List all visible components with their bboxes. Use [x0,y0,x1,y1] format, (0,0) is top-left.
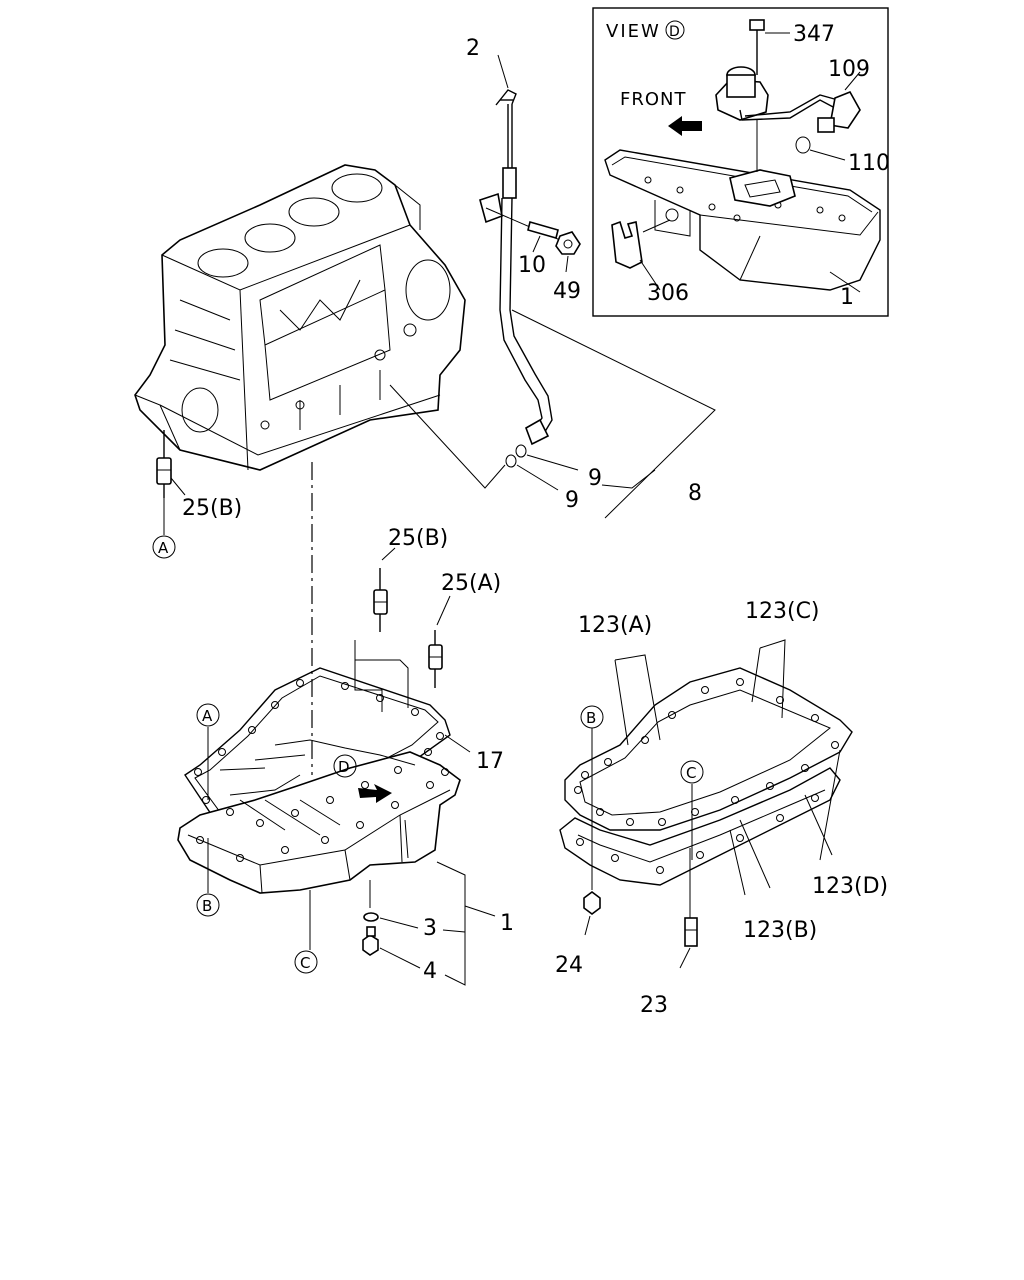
lower-gasket [559,767,841,886]
label-2: 2 [466,36,480,61]
pan-bolt-holes [194,679,449,862]
dipstick-handle [495,89,517,106]
label-8: 8 [688,481,702,506]
ref-a-block: A [158,539,169,557]
label-123d: 123(D) [812,874,888,899]
label-25a: 25(A) [441,571,501,596]
ref-a-pan: A [202,707,213,725]
pan-front-arrow-icon [358,784,392,803]
guide-bracket [479,192,503,224]
ref-c-pan-circle [294,950,318,974]
harness-109 [739,94,839,121]
view-d-ref-circle [665,20,685,40]
ref-c-gasket: C [686,764,696,782]
view-sensor-bracket [729,169,796,207]
label-110: 110 [848,151,890,176]
view-d-ref-letter: D [669,24,680,40]
ref-b-pan-circle [196,893,220,917]
label-24: 24 [555,953,583,978]
upper-gasket [564,667,853,831]
label-9-a: 9 [588,466,602,491]
ref-a-block-circle [152,535,176,559]
oring-9-b [505,454,517,468]
bolt-23 [684,917,698,947]
gasket-bolt-holes [574,678,839,874]
clip-306 [611,220,643,269]
view-d-inset: VIEW D FRONT [592,7,890,317]
ref-b-gasket: B [586,709,596,727]
ref-c-pan: C [300,954,310,972]
label-10: 10 [518,253,546,278]
stud-25b-block [156,430,186,535]
nut-24 [583,891,601,915]
bolt-10 [527,221,559,239]
label-3: 3 [423,916,437,941]
dipstick-assembly [389,54,716,519]
ref-d-pan-circle [333,754,357,778]
ref-c-gasket-circle [680,760,704,784]
label-123b: 123(B) [743,918,817,943]
ref-b-pan: B [202,897,212,915]
label-9-b: 9 [565,488,579,513]
gasket-assembly [559,639,853,969]
view-d-frame [592,7,889,317]
front-label: FRONT [620,89,687,110]
oring-9-a [515,444,527,458]
label-23: 23 [640,993,668,1018]
ref-a-pan-circle [196,703,220,727]
label-347: 347 [793,22,835,47]
oil-pan-body [177,751,461,894]
dipstick-guide-tube [499,197,553,441]
oil-pan [177,547,496,986]
label-25b-top: 25(B) [182,496,242,521]
label-123a: 123(A) [578,613,652,638]
label-306: 306 [647,281,689,306]
view-d-title: VIEW [606,21,661,42]
stud-25a-pan [428,595,451,688]
label-123c: 123(C) [745,599,820,624]
label-109: 109 [828,57,870,82]
view-oil-pan [604,149,881,291]
ref-b-gasket-circle [580,705,604,729]
label-25b-mid: 25(B) [388,526,448,551]
drain-plug-4 [362,934,379,956]
front-arrow-icon [668,116,702,136]
label-17: 17 [476,749,504,774]
nut-49 [555,231,581,255]
label-49: 49 [553,279,581,304]
ref-d-pan: D [338,758,350,776]
label-4: 4 [423,959,437,984]
cylinder-block [134,164,466,471]
label-1-main: 1 [500,911,514,936]
oring-110 [795,136,811,154]
bolt-347 [749,19,765,31]
washer-3 [363,912,379,922]
stud-25b-pan [373,547,396,632]
label-1-view: 1 [840,285,854,310]
